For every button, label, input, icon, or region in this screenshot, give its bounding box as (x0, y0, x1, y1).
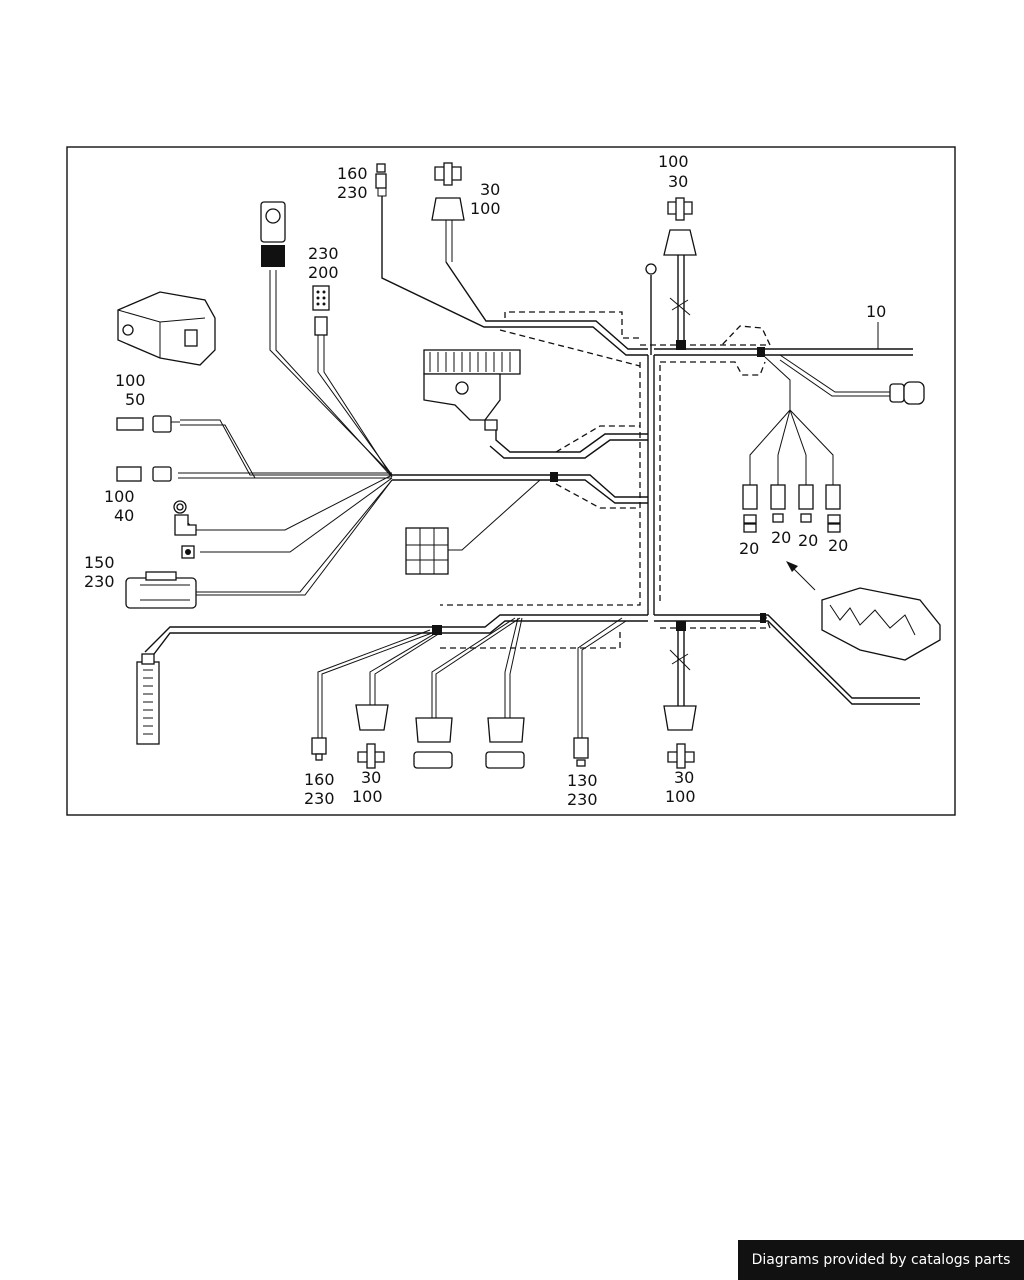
svg-text:230: 230 (308, 244, 339, 263)
svg-text:100: 100 (665, 787, 696, 806)
svg-text:150: 150 (84, 553, 115, 572)
label-20-c: 20 (798, 531, 818, 550)
svg-text:40: 40 (114, 506, 134, 525)
label-160-230-top: 160 230 (337, 164, 368, 202)
round-sensor-connector (260, 201, 286, 267)
right-ring-connector (779, 354, 925, 405)
svg-text:230: 230 (84, 572, 115, 591)
label-20-d: 20 (828, 536, 848, 555)
multipin-plug (312, 285, 330, 336)
long-multipin-connector (136, 653, 160, 745)
plug-100-40 (116, 466, 172, 482)
label-20-b: 20 (771, 528, 791, 547)
bottom-branches (317, 617, 627, 738)
connector-150-230 (125, 571, 197, 609)
diagram-credit: Diagrams provided by catalogs parts (738, 1240, 1024, 1280)
label-160-230-bottom: 160 230 (304, 770, 335, 808)
ecu-connector (423, 349, 521, 431)
label-30-100-bottom-right: 30 100 (665, 768, 696, 806)
plug-100-50 (116, 415, 180, 433)
diagram-frame (66, 146, 956, 816)
svg-text:100: 100 (470, 199, 501, 218)
control-module (117, 291, 216, 366)
block-connector (405, 479, 541, 575)
bottom-flat-connectors (413, 717, 525, 769)
bottom-plug-130 (573, 737, 589, 767)
left-hub-branches (178, 270, 393, 596)
label-100-40: 100 40 (104, 487, 135, 525)
svg-text:100: 100 (658, 152, 689, 171)
label-230-200: 230 200 (308, 244, 339, 282)
svg-text:230: 230 (304, 789, 335, 808)
label-130-230: 130 230 (567, 771, 598, 809)
top-connector-100-30 (663, 197, 697, 316)
label-100-30-top: 100 30 (658, 152, 689, 191)
label-30-100-bottom-left: 30 100 (352, 768, 383, 806)
label-10: 10 (866, 302, 886, 321)
label-20-a: 20 (739, 539, 759, 558)
svg-text:30: 30 (361, 768, 381, 787)
label-30-100-top: 30 100 (470, 180, 501, 218)
svg-text:160: 160 (337, 164, 368, 183)
svg-text:30: 30 (674, 768, 694, 787)
top-connector-30-100 (431, 162, 465, 262)
svg-text:200: 200 (308, 263, 339, 282)
svg-text:230: 230 (337, 183, 368, 202)
round-terminals (173, 500, 197, 559)
svg-text:100: 100 (104, 487, 135, 506)
relay-box (786, 561, 941, 661)
bottom-connector-30-100-left (355, 704, 389, 769)
svg-text:100: 100 (352, 787, 383, 806)
bottom-plug-160 (311, 737, 327, 761)
svg-text:30: 30 (480, 180, 500, 199)
svg-text:30: 30 (668, 172, 688, 191)
svg-text:130: 130 (567, 771, 598, 790)
svg-text:100: 100 (115, 371, 146, 390)
svg-text:50: 50 (125, 390, 145, 409)
svg-text:160: 160 (304, 770, 335, 789)
main-harness (144, 196, 920, 706)
relay-plug-fan (742, 356, 841, 533)
label-100-50: 100 50 (115, 371, 146, 409)
label-150-230: 150 230 (84, 553, 115, 591)
svg-text:230: 230 (567, 790, 598, 809)
top-plug-160 (375, 163, 387, 197)
bottom-connector-30-100-right (663, 649, 697, 769)
